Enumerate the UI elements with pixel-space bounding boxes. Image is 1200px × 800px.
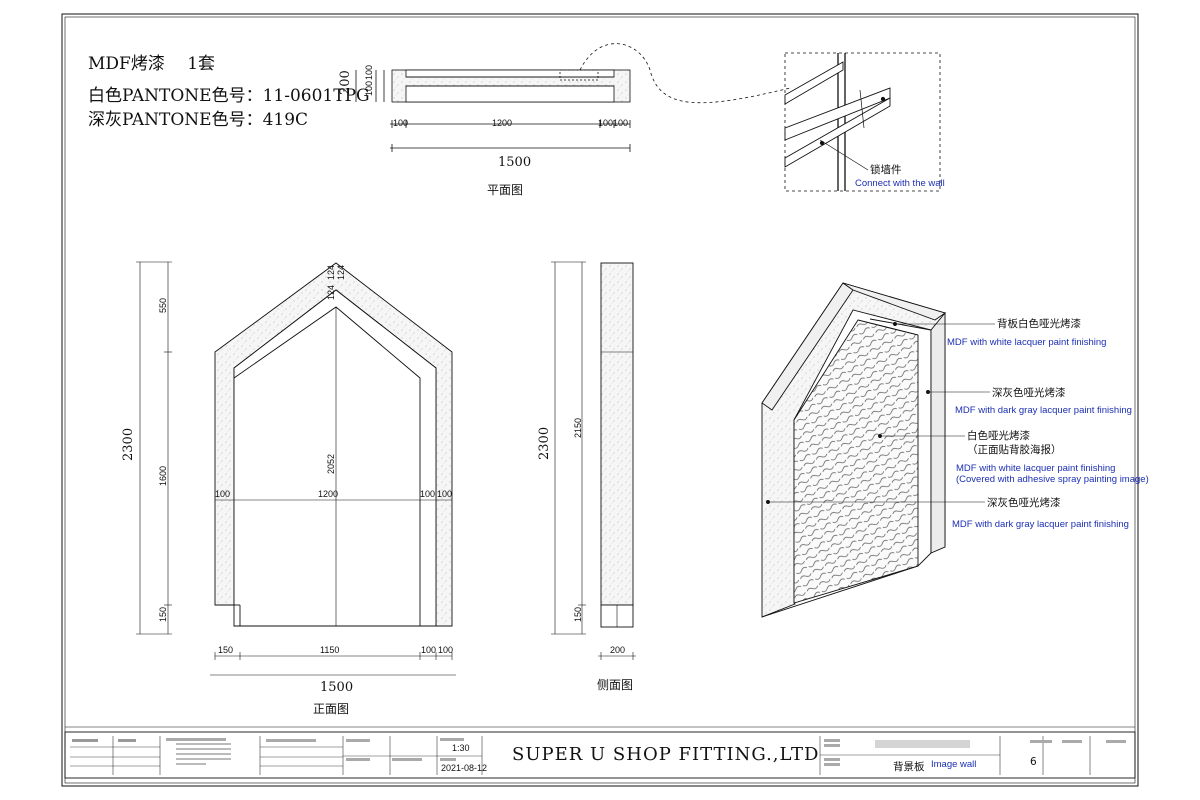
tb-sheet-no: 6 [1030, 756, 1037, 768]
front-b-r1: 100 [421, 645, 436, 655]
tb-cell-text-3 [166, 738, 226, 741]
tb-cell-text-17 [824, 758, 840, 761]
side-h-bottom: 150 [573, 607, 583, 622]
tb-blurred-project-name [875, 740, 970, 748]
plan-dim-r1: 100 [598, 118, 613, 128]
side-caption: 侧面图 [597, 678, 633, 692]
front-h-bottom: 150 [158, 607, 168, 622]
tb-cell-text-8 [176, 763, 206, 765]
header-line-2: 白色PANTONE色号：11-0601TPG [88, 86, 370, 106]
plan-dim-left: 100 [393, 118, 408, 128]
side-height-total: 2300 [537, 427, 552, 460]
inner-border [64, 16, 1136, 784]
iso-label-3-en: MDF with white lacquer paint finishing [956, 463, 1115, 474]
iso-label-2-cn: 深灰色哑光烤漆 [992, 386, 1066, 399]
iso-label-2-en: MDF with dark gray lacquer paint finishi… [955, 405, 1132, 416]
iso-label-1-en: MDF with white lacquer paint finishing [947, 337, 1106, 348]
plan-depth-b: 100 [364, 65, 374, 80]
side-h-main: 2150 [573, 418, 583, 438]
side-view [600, 262, 634, 628]
front-peak-b: 124 [326, 265, 336, 280]
tb-cell-text-14 [440, 758, 456, 761]
tb-cell-text-5 [176, 748, 231, 750]
title-block [64, 726, 1136, 779]
tb-cell-text-9 [266, 739, 316, 742]
iso-label-4-en: MDF with dark gray lacquer paint finishi… [952, 519, 1129, 530]
front-w-mid: 1200 [318, 489, 338, 499]
tb-cell-text-11 [346, 758, 370, 761]
front-h-top: 550 [158, 298, 168, 313]
plan-total: 1500 [498, 155, 531, 170]
tb-cell-text-20 [1062, 740, 1082, 743]
detail-label-en: Connect with the wall [855, 178, 945, 189]
tb-cell-text-12 [392, 758, 422, 761]
iso-label-3-cn2: （正面贴背胶海报） [967, 443, 1062, 456]
plan-depth-a: 100 [364, 81, 374, 96]
front-b-r2: 100 [438, 645, 453, 655]
tb-date: 2021-08-12 [441, 763, 487, 773]
plan-caption: 平面图 [487, 183, 523, 197]
iso-view [761, 282, 995, 618]
front-peak-c: 124 [336, 265, 346, 280]
tb-cell-text-18 [824, 763, 840, 766]
tb-scale: 1:30 [452, 743, 470, 753]
tb-cell-text-21 [1106, 740, 1126, 743]
header-line-1: MDF烤漆 1套 [88, 54, 215, 74]
front-inner-height: 2052 [326, 454, 336, 474]
front-b-left: 150 [218, 645, 233, 655]
front-b-mid: 1150 [320, 645, 339, 655]
tb-cell-text-7 [176, 758, 231, 760]
tb-drawing-cn: 背景板 [893, 760, 925, 773]
tb-cell-text-15 [824, 739, 840, 742]
front-view [214, 262, 453, 627]
front-caption: 正面图 [313, 702, 349, 716]
detail-label-cn: 锁墙件 [870, 163, 902, 176]
front-total: 1500 [320, 680, 353, 695]
tb-drawing-en: Image wall [931, 759, 976, 770]
front-w-r1: 100 [420, 489, 435, 499]
tb-cell-text-4 [176, 743, 231, 745]
plan-dim-mid: 1200 [492, 118, 512, 128]
front-height-total: 2300 [121, 428, 136, 461]
side-depth: 200 [610, 645, 625, 655]
header-line-3: 深灰PANTONE色号：419C [88, 110, 308, 130]
iso-label-3-en2: (Covered with adhesive spray painting im… [956, 474, 1149, 485]
tb-cell-text-6 [176, 753, 231, 755]
outer-border [61, 13, 1139, 787]
plan-view [355, 43, 791, 152]
tb-cell-text-10 [346, 739, 370, 742]
front-h-mid: 1600 [158, 466, 168, 486]
iso-label-3-cn: 白色哑光烤漆 [967, 429, 1030, 442]
plan-dim-r2: 100 [613, 118, 628, 128]
tb-cell-text-19 [1030, 740, 1052, 743]
tb-company: SUPER U SHOP FITTING.,LTD [512, 744, 819, 765]
front-dims [136, 261, 456, 676]
plan-depth: 200 [338, 70, 353, 95]
front-w-left: 100 [215, 489, 230, 499]
front-w-r2: 100 [437, 489, 452, 499]
side-dims [551, 261, 636, 660]
front-peak-a: 124 [326, 285, 336, 300]
iso-label-1-cn: 背板白色哑光烤漆 [997, 317, 1081, 330]
tb-cell-text-13 [440, 738, 464, 741]
tb-cell-text-1 [72, 739, 98, 742]
detail-box [784, 52, 941, 192]
iso-label-4-cn: 深灰色哑光烤漆 [987, 496, 1061, 509]
tb-cell-text-2 [118, 739, 136, 742]
tb-cell-text-16 [824, 744, 840, 747]
